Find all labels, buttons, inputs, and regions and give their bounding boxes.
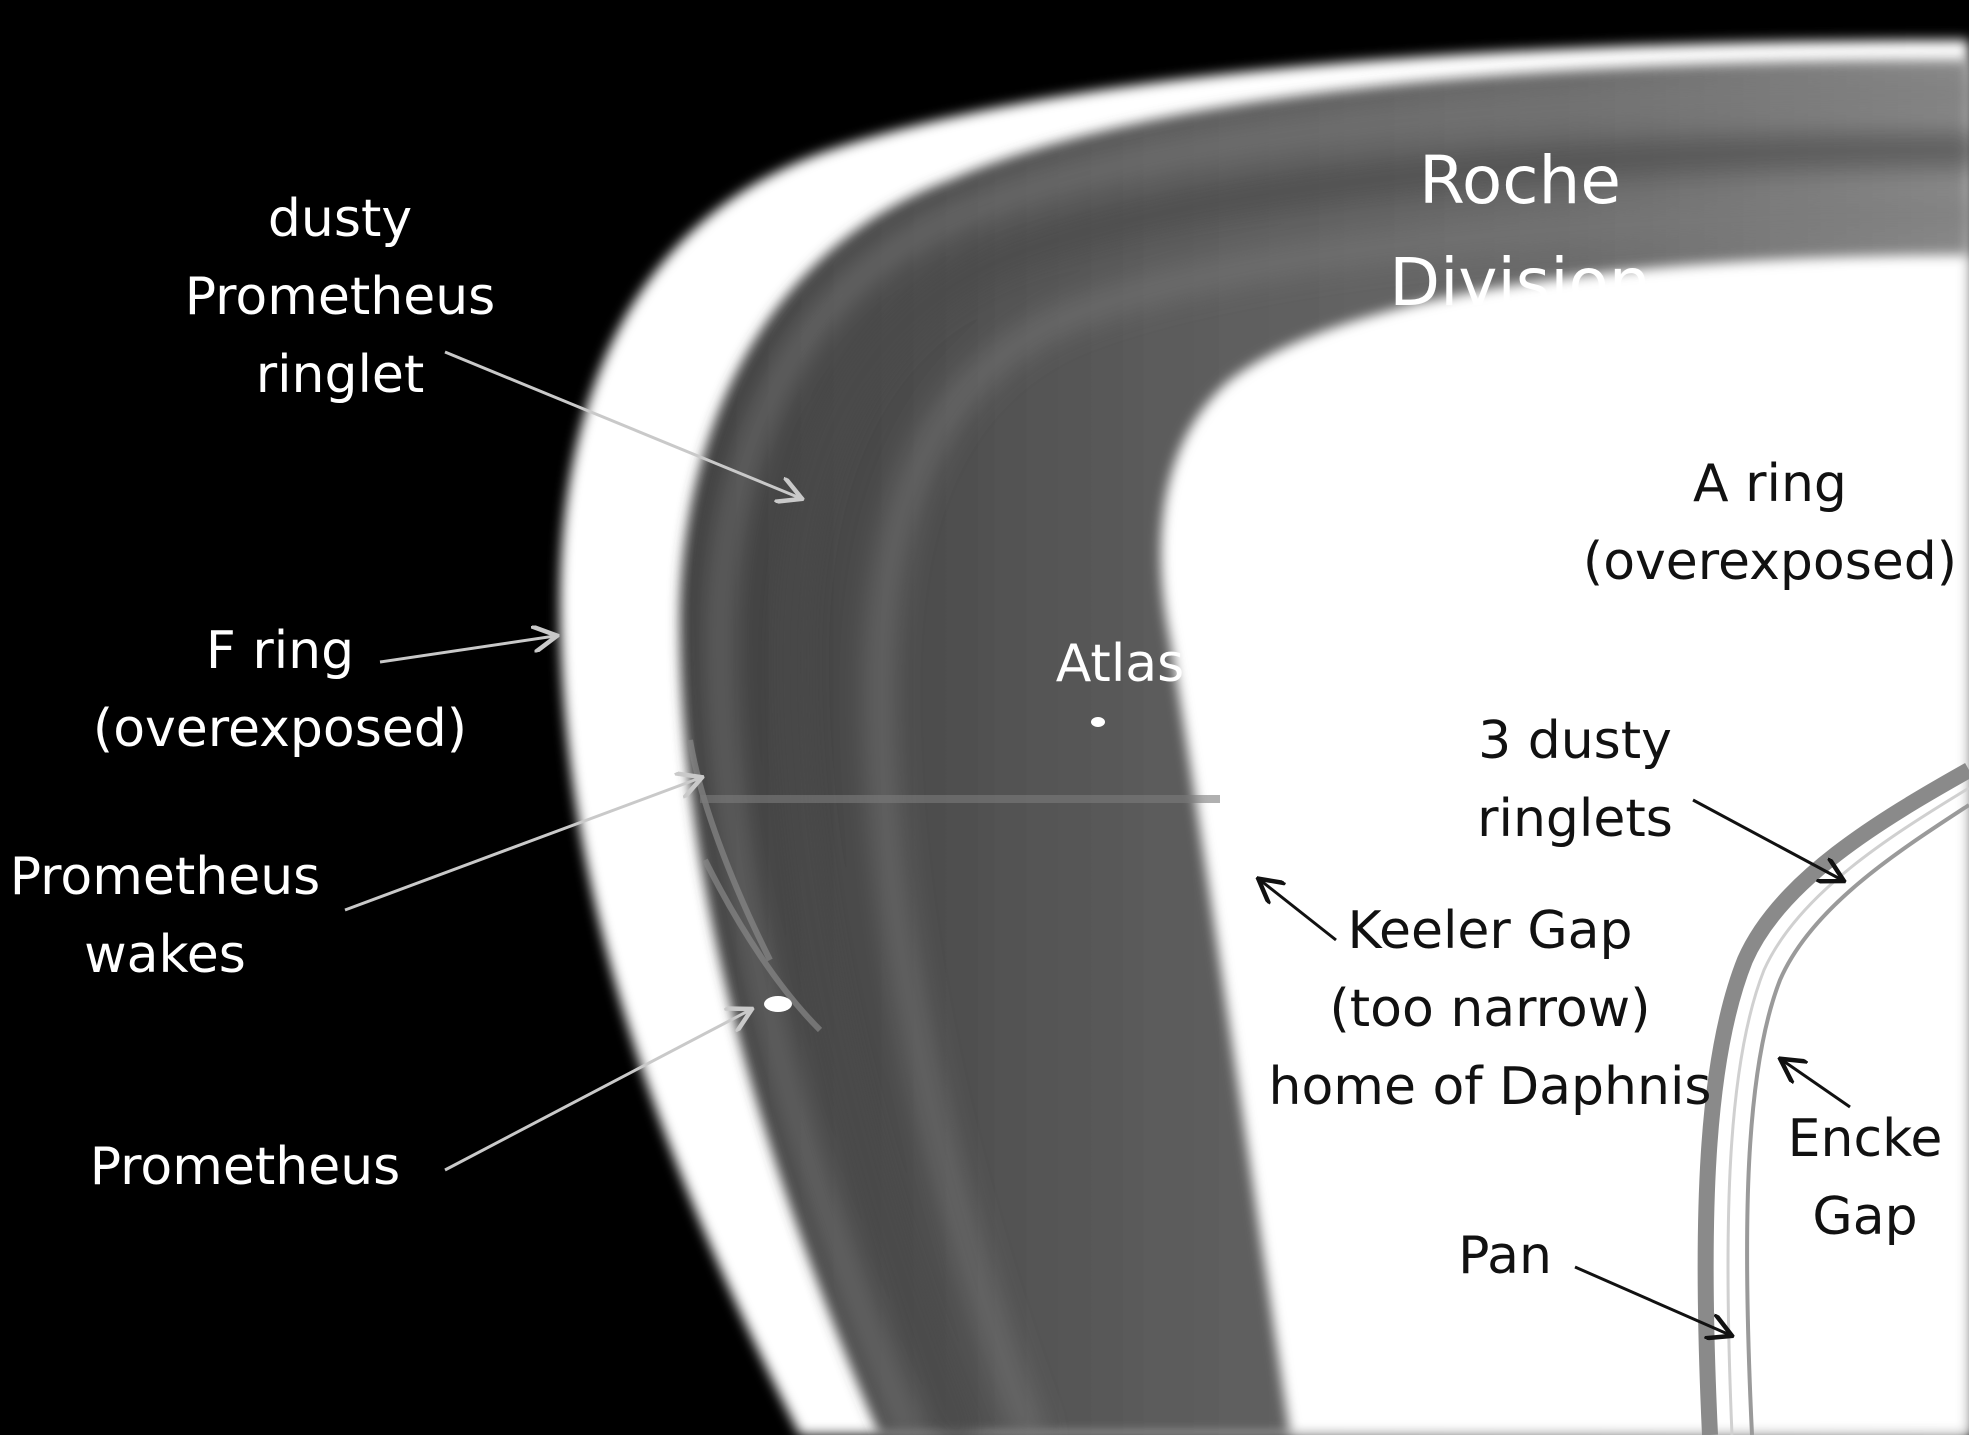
label-line: (overexposed) bbox=[92, 699, 468, 759]
label-encke-gap: Encke Gap bbox=[1770, 1100, 1960, 1256]
label-pan: Pan bbox=[1430, 1217, 1580, 1295]
prometheus-moon bbox=[764, 996, 792, 1012]
label-line: Gap bbox=[1812, 1187, 1918, 1247]
a-ring-region bbox=[1160, 255, 1969, 1435]
label-line: dusty bbox=[267, 189, 413, 249]
prometheus-wakes-arrow bbox=[344, 778, 700, 912]
label-roche-division: Roche Division bbox=[1340, 130, 1700, 334]
label-line: Atlas bbox=[1055, 634, 1185, 694]
label-line: Pan bbox=[1458, 1226, 1552, 1286]
f-ring-arrow bbox=[379, 636, 555, 664]
label-line: Division bbox=[1389, 244, 1651, 321]
faint-streak bbox=[700, 795, 1220, 803]
dusty-ringlet-arrow bbox=[444, 350, 800, 498]
label-line: home of Daphnis bbox=[1268, 1057, 1712, 1117]
label-line: A ring bbox=[1693, 454, 1847, 514]
prometheus-wake-streaks bbox=[687, 739, 823, 1033]
prometheus-arrow bbox=[444, 1010, 750, 1172]
three-ringlets-arrow bbox=[1692, 798, 1842, 880]
label-line: ringlet bbox=[255, 345, 425, 405]
label-dusty-prometheus-ringlet: dusty Prometheus ringlet bbox=[170, 180, 510, 414]
pan-arrow bbox=[1574, 1265, 1730, 1335]
label-prometheus-wakes: Prometheus wakes bbox=[0, 838, 330, 994]
label-line: Prometheus bbox=[89, 1137, 401, 1197]
label-line: Prometheus bbox=[9, 847, 321, 907]
label-line: ringlets bbox=[1477, 789, 1673, 849]
label-line: Roche bbox=[1419, 142, 1621, 219]
label-line: Keeler Gap bbox=[1347, 901, 1633, 961]
label-line: Prometheus bbox=[184, 267, 496, 327]
label-three-dusty-ringlets: 3 dusty ringlets bbox=[1435, 702, 1715, 858]
label-line: (too narrow) bbox=[1329, 979, 1651, 1039]
label-line: 3 dusty bbox=[1478, 711, 1672, 771]
encke-gap-arc bbox=[1697, 763, 1969, 1435]
label-line: F ring bbox=[205, 621, 355, 681]
label-keeler-gap: Keeler Gap (too narrow) home of Daphnis bbox=[1260, 892, 1720, 1126]
pan-moon bbox=[1731, 1333, 1741, 1343]
label-f-ring: F ring (overexposed) bbox=[80, 612, 480, 768]
label-line: wakes bbox=[84, 925, 246, 985]
label-line: (overexposed) bbox=[1582, 532, 1958, 592]
roche-ringlets bbox=[708, 84, 1969, 1435]
atlas-moon bbox=[1091, 717, 1105, 727]
label-a-ring: A ring (overexposed) bbox=[1580, 445, 1960, 601]
label-line: Encke bbox=[1787, 1109, 1943, 1169]
label-prometheus: Prometheus bbox=[60, 1128, 430, 1206]
label-atlas: Atlas bbox=[1020, 625, 1220, 703]
encke-gap-arrow bbox=[1782, 1060, 1851, 1109]
keeler-gap-arrow bbox=[1260, 880, 1337, 942]
